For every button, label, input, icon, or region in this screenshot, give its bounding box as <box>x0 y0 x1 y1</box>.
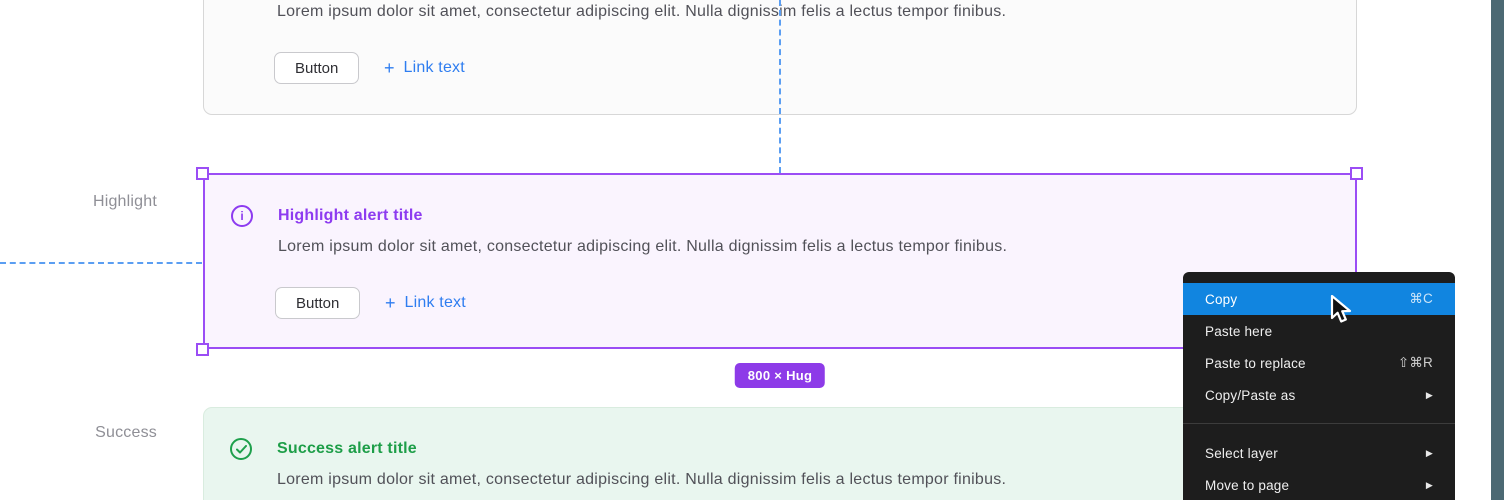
info-circle-icon: i <box>231 205 253 227</box>
submenu-arrow-icon: ▶ <box>1425 447 1433 458</box>
menu-item-copy-paste-as[interactable]: Copy/Paste as ▶ <box>1205 387 1433 403</box>
row-label-success: Success <box>95 424 157 441</box>
alert-button[interactable]: Button <box>275 287 361 319</box>
success-alert-title: Success alert title <box>277 440 417 457</box>
menu-item-copy[interactable]: Copy ⌘C <box>1183 283 1455 315</box>
menu-item-paste-here[interactable]: Paste here <box>1205 323 1273 339</box>
alert-button[interactable]: Button <box>274 52 360 84</box>
selection-handle-top-left[interactable] <box>196 167 209 180</box>
selection-handle-top-right[interactable] <box>1350 167 1363 180</box>
shortcut-copy: ⌘C <box>1409 291 1433 306</box>
alert-link[interactable]: + Link text <box>384 52 465 84</box>
menu-separator <box>1183 423 1455 424</box>
submenu-arrow-icon: ▶ <box>1425 389 1433 400</box>
row-label-highlight: Highlight <box>92 193 157 210</box>
check-circle-icon <box>230 438 252 460</box>
right-panel-strip <box>1491 0 1504 500</box>
menu-item-paste-to-replace[interactable]: Paste to replace ⇧⌘R <box>1205 355 1433 371</box>
link-label: Link text <box>403 59 465 76</box>
alert-link[interactable]: + Link text <box>385 287 466 319</box>
link-label: Link text <box>404 294 466 311</box>
menu-item-select-layer[interactable]: Select layer ▶ <box>1205 445 1433 461</box>
plus-icon: + <box>384 58 395 78</box>
shortcut-paste-to-replace: ⇧⌘R <box>1397 355 1433 370</box>
alert-body-text: Lorem ipsum dolor sit amet, consectetur … <box>277 471 1007 488</box>
highlight-alert-title: Highlight alert title <box>278 207 423 224</box>
vertical-guide-line <box>779 0 781 173</box>
horizontal-guide-line <box>0 262 202 264</box>
menu-item-move-to-page[interactable]: Move to page ▶ <box>1205 477 1433 493</box>
selection-handle-bottom-left[interactable] <box>196 343 209 356</box>
alert-body-text: Lorem ipsum dolor sit amet, consectetur … <box>277 3 1007 20</box>
size-badge: 800 × Hug <box>734 363 826 388</box>
mouse-cursor-icon <box>1330 294 1356 330</box>
highlight-alert-card[interactable]: i Highlight alert title Lorem ipsum dolo… <box>203 173 1357 349</box>
context-menu: Copy ⌘C Paste here Paste to replace ⇧⌘R … <box>1183 272 1455 500</box>
alert-body-text: Lorem ipsum dolor sit amet, consectetur … <box>278 238 1008 255</box>
success-alert-card[interactable]: Success alert title Lorem ipsum dolor si… <box>203 407 1357 500</box>
plus-icon: + <box>385 293 396 313</box>
submenu-arrow-icon: ▶ <box>1425 479 1433 490</box>
